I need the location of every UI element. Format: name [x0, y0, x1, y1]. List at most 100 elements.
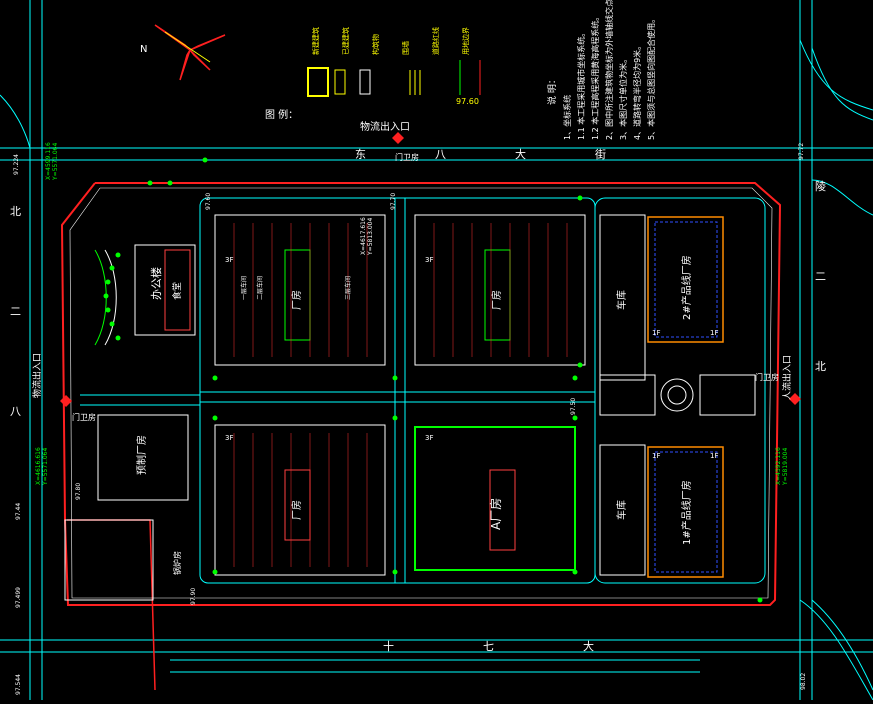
elev-label-11: 97.90 [190, 588, 197, 605]
road-char: 街 [595, 147, 606, 161]
elev-label-7: 97.44 [15, 503, 22, 520]
tree-dot [167, 180, 173, 186]
coord-label-g: X=4592.116 [775, 447, 782, 485]
road-name-north: 东八大街 [355, 147, 606, 161]
legend-item: 新建建筑 [311, 27, 320, 55]
legend-item: 用地边界 [461, 27, 470, 55]
legend-symbols [307, 60, 481, 97]
tree-dot [103, 293, 109, 299]
entrance-markers [60, 132, 801, 407]
notes-line: 2、图中所注建筑物坐标为外墙轴线交点。 [604, 0, 614, 140]
tree-dot [757, 597, 763, 603]
road-char: 大 [515, 147, 526, 161]
notes-line: 3、本图尺寸单位为米。 [618, 55, 628, 140]
parking-1-label: 车库 [615, 290, 628, 310]
coord-label-e: X=4616.616 [35, 447, 42, 485]
office-area [64, 214, 756, 601]
section-2-label: 二层车间 [256, 276, 264, 300]
coord-label-h: Y=5819.004 [782, 447, 789, 486]
road-char: 东 [355, 148, 366, 161]
notes-title: 说 明： [546, 75, 558, 105]
office-label: 办公楼 [149, 267, 163, 300]
road-name-south: 十七大 [383, 639, 594, 653]
elev-label-5: 97.80 [75, 483, 82, 500]
canteen-label: 食堂 [171, 282, 183, 300]
elev-label-4: 97.50 [570, 398, 577, 415]
road-name-west: 北二八 [10, 205, 21, 418]
tree-dot [105, 279, 111, 285]
factory-a-label: 预制厂房 [135, 435, 148, 475]
north-entrance-label: 物流出入口 [360, 120, 410, 133]
workshop-column-grid [233, 223, 568, 567]
tree-markers [103, 157, 763, 603]
coord-label-a: X=4617.616 [360, 217, 367, 255]
elev-label-2: 97.60 [205, 193, 212, 210]
tree-dot [392, 569, 398, 575]
coord-label-b: Y=5813.004 [367, 217, 374, 256]
tree-dot [109, 265, 115, 271]
site-boundary [60, 182, 782, 691]
road-char: 二 [815, 270, 826, 283]
east-entrance-label: 人流出入口 [781, 355, 793, 400]
north-label: N [140, 44, 147, 55]
tree-dot [105, 307, 111, 313]
notes-line: 1、坐标系统 [562, 95, 572, 140]
gate-north-label: 门卫房 [395, 152, 419, 162]
tree-dot [577, 362, 583, 368]
plant-2-label: 2#产品线厂房 [680, 255, 693, 320]
section-3-label: 三层车间 [344, 276, 352, 300]
tree-dot [202, 157, 208, 163]
tree-dot [212, 375, 218, 381]
road-char: 二 [10, 305, 21, 318]
notes-list: 1、坐标系统 1.1 本工程采用城市坐标系统。 1.2 本工程高程采用黄海高程系统。… [562, 0, 656, 140]
elev-label-3: 97.70 [390, 193, 397, 210]
coord-label-d: Y=5571.064 [52, 142, 59, 181]
notes-line: 1.1 本工程采用城市坐标系统。 [576, 29, 586, 140]
north-entrance-marker [392, 132, 404, 144]
north-arrow-icon [154, 24, 226, 81]
notes-line: 4、道路转弯半径均为9米。 [632, 42, 642, 140]
tree-dot [212, 569, 218, 575]
legend-title: 图 例： [265, 108, 298, 121]
coord-label-c: X=4599.116 [45, 142, 52, 180]
tree-dot [212, 415, 218, 421]
tree-dot [572, 569, 578, 575]
workshop-4-label: A厂房 [488, 498, 503, 530]
tree-dot [577, 195, 583, 201]
parking-2-label: 车库 [615, 500, 628, 520]
tree-dot [115, 252, 121, 258]
legend-item: 道路红线 [431, 27, 440, 55]
floors-1f-2: 1F [710, 329, 718, 337]
tree-dot [392, 415, 398, 421]
elev-label-6: 97.72 [798, 143, 805, 160]
road-char: 北 [815, 360, 826, 373]
road-char: 陵 [815, 180, 826, 193]
floors-3f-1: 3F [225, 256, 233, 264]
legend-item: 围墙 [401, 41, 410, 55]
elev-label-9: 97.544 [15, 674, 22, 695]
tree-dot [572, 375, 578, 381]
floors-3f-3: 3F [225, 434, 233, 442]
section-1-label: 一层车间 [240, 276, 248, 300]
tree-dot [572, 415, 578, 421]
internal-roads [80, 197, 766, 584]
road-char: 八 [435, 148, 446, 161]
elev-label-10: 98.02 [800, 673, 807, 690]
legend-item: 构筑物 [371, 34, 380, 55]
tree-dot [115, 335, 121, 341]
tree-dot [392, 375, 398, 381]
workshop-blocks [214, 214, 586, 576]
road-char: 七 [483, 640, 494, 653]
workshop-1-label: 厂房 [290, 290, 303, 310]
notes-line: 1.2 本工程高程采用黄海高程系统。 [590, 13, 600, 140]
elev-label-8: 97.499 [15, 587, 22, 608]
west-entrance-label: 物流出入口 [31, 353, 43, 398]
gate-west-label: 门卫房 [72, 412, 96, 422]
west-entrance-marker [60, 395, 72, 407]
coord-label-f: Y=5571.064 [42, 447, 49, 486]
road-char: 八 [10, 405, 21, 418]
road-char: 大 [583, 639, 594, 653]
plan-labels: 图 例： 97.60 说 明： 1、坐标系统 1.1 本工程采用城市坐标系统。 1.… [10, 0, 826, 695]
road-char: 北 [10, 205, 21, 218]
